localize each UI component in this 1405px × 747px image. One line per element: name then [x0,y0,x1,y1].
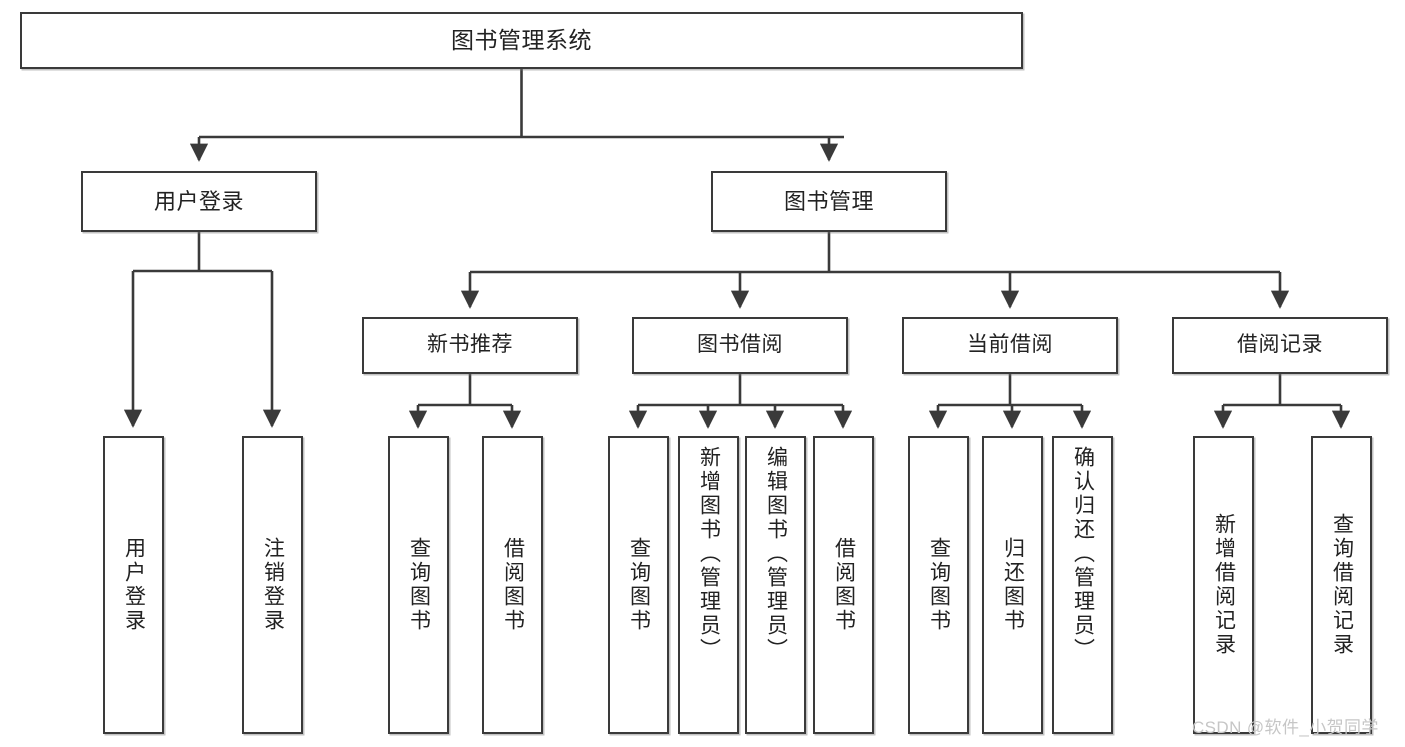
leaf-node-leaf-borrow-book-2[interactable]: 借阅图书 [813,436,874,734]
node-label: 图书管理 [783,188,874,214]
node-root[interactable]: 图书管理系统 [20,12,1023,69]
csdn-watermark: CSDN @软件_小贺同学 [1192,718,1379,737]
leaf-node-leaf-add-record[interactable]: 新增借阅记录 [1193,436,1254,734]
leaf-node-leaf-query-book-2[interactable]: 查询图书 [608,436,669,734]
node-label: 图书管理系统 [451,26,592,53]
node-borrow-record[interactable]: 借阅记录 [1172,317,1388,374]
node-label: 借阅图书 [501,537,525,633]
node-new-book-rec[interactable]: 新书推荐 [362,317,578,374]
leaf-node-leaf-confirm-ret[interactable]: 确认归还（管理员） [1052,436,1113,734]
node-label: 当前借阅 [967,333,1053,357]
leaf-node-leaf-edit-book[interactable]: 编辑图书（管理员） [745,436,806,734]
leaf-node-leaf-add-book[interactable]: 新增图书（管理员） [678,436,739,734]
leaf-node-leaf-borrow-book-1[interactable]: 借阅图书 [482,436,543,734]
leaf-node-leaf-query-record[interactable]: 查询借阅记录 [1311,436,1372,734]
node-label: 注销登录 [261,537,285,633]
node-book-borrow[interactable]: 图书借阅 [632,317,848,374]
leaf-node-leaf-query-book-1[interactable]: 查询图书 [388,436,449,734]
node-label: 借阅图书 [832,537,856,633]
leaf-node-leaf-user-login[interactable]: 用户登录 [103,436,164,734]
node-label: 查询图书 [927,537,951,633]
leaf-node-leaf-logout[interactable]: 注销登录 [242,436,303,734]
leaf-node-leaf-query-book-3[interactable]: 查询图书 [908,436,969,734]
node-label: 确认归还（管理员） [1071,446,1095,662]
node-current-borrow[interactable]: 当前借阅 [902,317,1118,374]
node-book-manage[interactable]: 图书管理 [711,171,947,232]
leaf-node-leaf-return-book[interactable]: 归还图书 [982,436,1043,734]
node-label: 新书推荐 [427,333,513,357]
node-label: 新增借阅记录 [1212,513,1236,657]
node-label: 归还图书 [1001,537,1025,633]
node-label: 借阅记录 [1237,333,1323,357]
node-label: 查询借阅记录 [1330,513,1354,657]
node-label: 图书借阅 [697,333,783,357]
node-label: 查询图书 [627,537,651,633]
node-label: 新增图书（管理员） [697,446,721,662]
node-label: 用户登录 [153,188,244,214]
node-label: 编辑图书（管理员） [764,446,788,662]
node-user-login[interactable]: 用户登录 [81,171,317,232]
node-label: 查询图书 [407,537,431,633]
node-label: 用户登录 [122,537,146,633]
